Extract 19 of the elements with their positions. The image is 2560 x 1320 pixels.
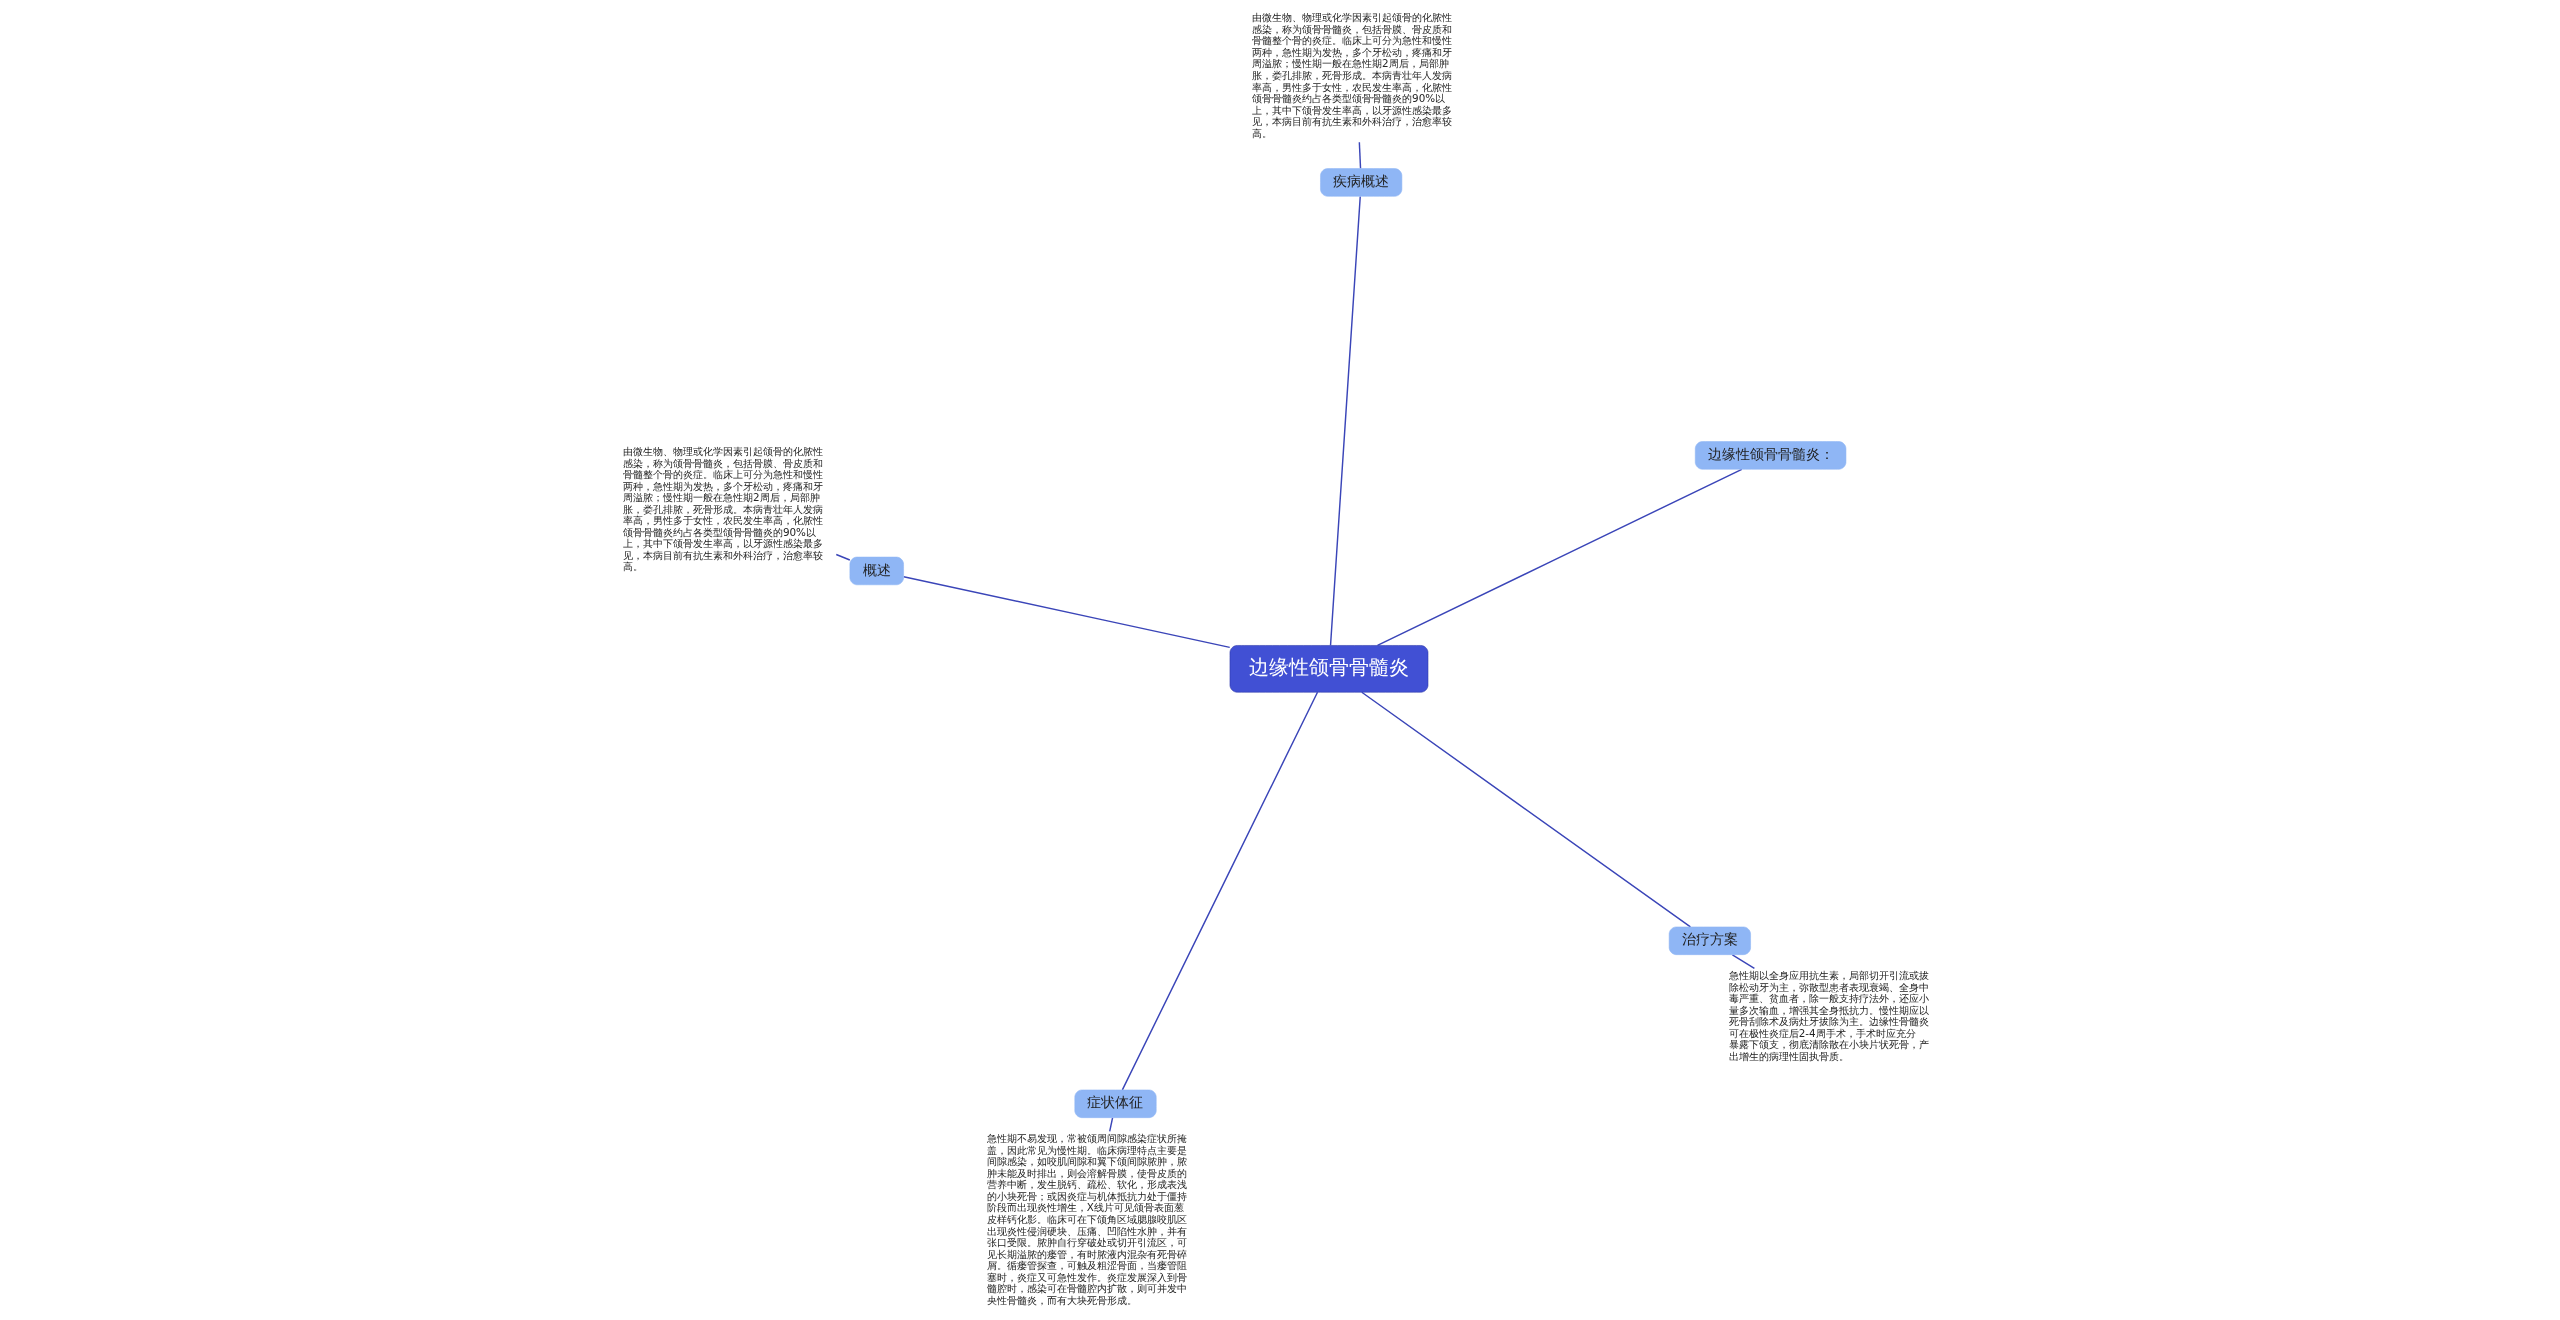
node-box: 治疗方案	[1668, 926, 1751, 955]
node-box: 边缘性颌骨骨髓炎	[1229, 645, 1429, 693]
node-box: 边缘性颌骨骨髓炎：	[1695, 441, 1847, 470]
node-text: 由微生物、物理或化学因素引起颌骨的化脓性感染，称为颌骨骨髓炎，包括骨膜、骨皮质和骨髓整个骨的炎症。临床上可分为急性和慢性两种，急性期为发热，多个牙松动，疼痛和牙周溢脓；慢性期一般在急性期2周后，局部肿胀，娄孔排脓，死骨形成。本病青壮年人发病率高，男性多于女性，农民发生率高，化脓性颌骨骨髓炎约占各类型颌骨骨髓炎的90%以上，其中下颌骨发生率高，以牙源性感染最多见，本病目前有抗生素和外科治疗，治愈率较高。	[622, 445, 823, 573]
connector	[1731, 954, 1756, 970]
connector	[1109, 1117, 1114, 1133]
connector	[1121, 691, 1319, 1091]
node-text: 急性期以全身应用抗生素，局部切开引流或拔除松动牙为主，弥散型患者表现衰竭、全身中毒严重、贫血者，除一般支持疗法外，还应小量多次输血，增强其全身抵抗力。慢性期应以死骨刮除术及病灶牙拔除为主。边缘性骨髓炎可在极性炎症后2-4周手术，手术时应充分暴露下颌支，彻底清除散在小块片状死骨，产出增生的病理性固执骨质。	[1728, 969, 1929, 1062]
connector	[1361, 691, 1692, 928]
connector	[1329, 195, 1361, 647]
connector	[835, 553, 851, 561]
node-box: 疾病概述	[1320, 168, 1403, 197]
node-text: 急性期不易发现，常被颌周间隙感染症状所掩盖，因此常见为慢性期。临床病理特点主要是间隙感染，如咬肌间隙和翼下颌间隙脓肿，脓肿未能及时排出，则会溶解骨膜，使骨皮质的营养中断，发生脱钙、疏松、软化，形成表浅的小块死骨；或因炎症与机体抵抗力处于僵持阶段而出现炎性增生，X线片可见颌骨表面葱皮样钙化影。临床可在下颌角区域腮腺咬肌区出现炎性侵润硬块、压痛、凹陷性水肿，并有张口受限。脓肿自行穿破处或切开引流区，可见长期溢脓的瘘管，有时脓液内混杂有死骨碎屑。循瘘管探查，可触及粗涩骨面，当瘘管阻塞时，炎症又可急性发作。炎症发展深入到骨髓腔时，感染可在骨髓腔内扩散，则可并发中央性骨髓炎，而有大块死骨形成。	[986, 1132, 1187, 1306]
node-box: 概述	[849, 556, 904, 586]
node-box: 症状体征	[1074, 1089, 1157, 1118]
connector	[1376, 468, 1743, 647]
connector	[1358, 141, 1362, 170]
node-text: 由微生物、物理或化学因素引起颌骨的化脓性感染，称为颌骨骨髓炎，包括骨膜、骨皮质和骨髓整个骨的炎症。临床上可分为急性和慢性两种，急性期为发热，多个牙松动，疼痛和牙周溢脓；慢性期一般在急性期2周后，局部肿胀，娄孔排脓，死骨形成。本病青壮年人发病率高，男性多于女性，农民发生率高，化脓性颌骨骨髓炎约占各类型颌骨骨髓炎的90%以上，其中下颌骨发生率高，以牙源性感染最多见，本病目前有抗生素和外科治疗，治愈率较高。	[1252, 11, 1453, 139]
connector	[902, 576, 1231, 649]
